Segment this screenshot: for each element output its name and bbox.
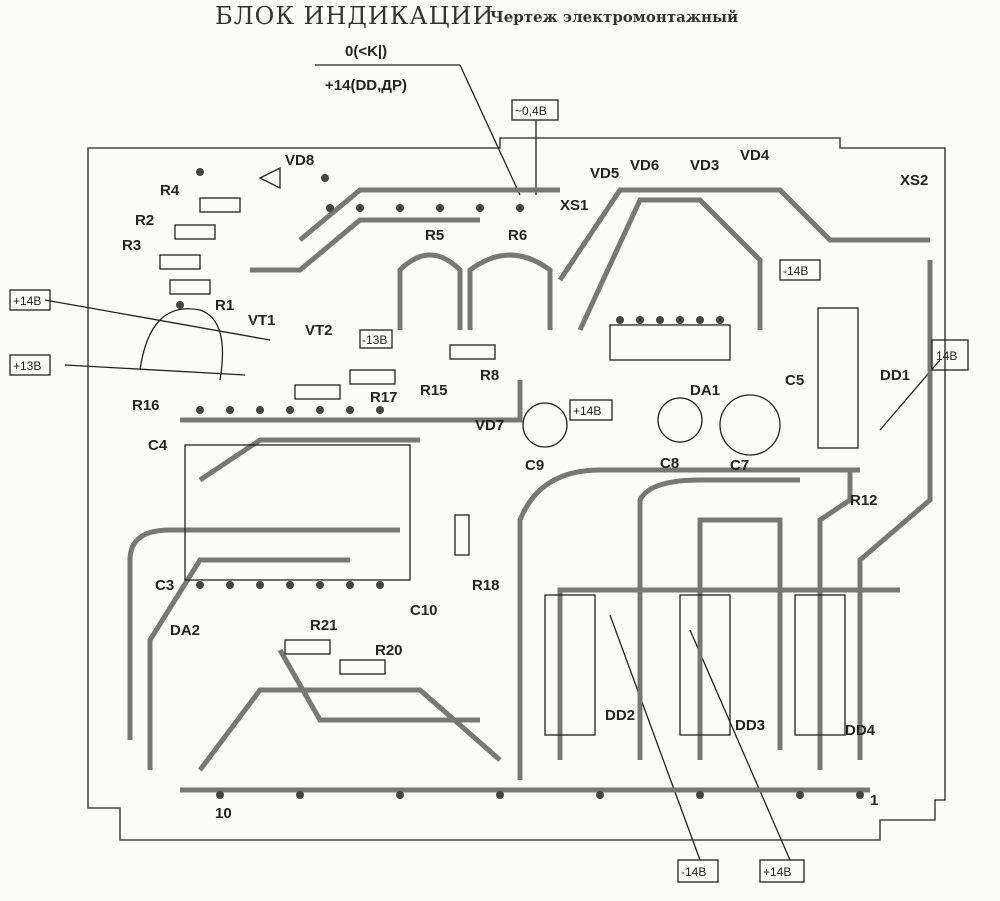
resistor-r18	[454, 514, 470, 556]
drawing-title: БЛОК ИНДИКАЦИИ	[215, 2, 495, 30]
component-label: VD3	[690, 157, 719, 174]
voltage-box: -13В	[362, 333, 387, 347]
capacitor-c9	[522, 402, 568, 448]
resistor-r20	[339, 659, 386, 675]
ic-dd1	[817, 307, 859, 449]
component-label: DD1	[880, 367, 910, 384]
capacitor-c8	[657, 397, 703, 443]
resistor-r3	[159, 254, 201, 270]
component-label: DA2	[170, 622, 200, 639]
resistor-r1	[169, 279, 211, 295]
voltage-box: -14В	[681, 865, 706, 879]
component-label: VT1	[248, 312, 276, 329]
leader-line	[64, 364, 246, 376]
component-label: XS1	[560, 197, 588, 214]
voltage-box: +14В	[763, 865, 791, 879]
component-label: VD8	[285, 152, 314, 169]
resistor-r4	[199, 197, 241, 213]
component-label: DD3	[735, 717, 765, 734]
voltage-box: ~0,4В	[515, 104, 547, 118]
component-labels: VD8 R4 R2 R3 R1 VT1 VT2 R16 C4 C3 R5 R6 …	[122, 147, 928, 822]
component-label: R17	[370, 389, 398, 406]
component-label: R20	[375, 642, 403, 659]
component-label: C5	[785, 372, 804, 389]
ic-dd4	[794, 594, 846, 736]
voltage-box: -14В	[783, 264, 808, 278]
leader-line	[609, 614, 701, 861]
component-label: R16	[132, 397, 160, 414]
component-label: C3	[155, 577, 174, 594]
display-module	[184, 444, 411, 581]
fraction-denominator: +14(DD,ДР)	[325, 77, 407, 94]
component-label: C8	[660, 455, 679, 472]
voltage-box: +14В	[13, 294, 41, 308]
leader-line	[689, 629, 791, 861]
component-label: C4	[148, 437, 168, 454]
component-label: R5	[425, 227, 444, 244]
component-label: VD7	[475, 417, 504, 434]
component-label: R15	[420, 382, 448, 399]
component-label: DA1	[690, 382, 720, 399]
component-label: R18	[472, 577, 500, 594]
leader-line	[44, 299, 271, 341]
component-label: XS2	[900, 172, 928, 189]
leader-line	[459, 64, 521, 196]
capacitor-c7	[719, 394, 781, 456]
component-label: C7	[730, 457, 749, 474]
component-label: R6	[508, 227, 527, 244]
drawing-subtitle: Чертеж электромонтажный	[490, 8, 739, 26]
pin-label: 1	[870, 792, 878, 809]
copper-traces	[127, 187, 933, 793]
component-label: R12	[850, 492, 878, 509]
component-label: R4	[160, 182, 180, 199]
component-label: R1	[215, 297, 234, 314]
resistor-r21	[284, 639, 331, 655]
transistor-vt1-outline	[139, 308, 224, 381]
component-label: R3	[122, 237, 141, 254]
voltage-box: +14В	[573, 404, 601, 418]
component-label: VD4	[740, 147, 770, 164]
fraction-numerator: 0(<K|)	[345, 43, 387, 60]
ic-dd3	[679, 594, 731, 736]
component-label: VD6	[630, 157, 659, 174]
component-label: R2	[135, 212, 154, 229]
resistor-r8	[449, 344, 496, 360]
ic-da1	[609, 324, 731, 361]
voltage-box: 14В	[936, 349, 957, 363]
pads	[176, 168, 864, 799]
component-label: VD5	[590, 165, 619, 182]
component-label: DD2	[605, 707, 635, 724]
board-outline	[87, 137, 946, 841]
diode-vd8	[258, 166, 281, 190]
component-label: R8	[480, 367, 499, 384]
component-label: DD4	[845, 722, 876, 739]
resistor-r2	[174, 224, 216, 240]
pin-label: 10	[215, 805, 232, 822]
resistor-r17	[294, 384, 341, 400]
voltage-labels: ~0,4В +14В +13В -13В +14В -14В 14В -14В …	[9, 99, 969, 883]
component-label: C9	[525, 457, 544, 474]
ic-dd2	[544, 594, 596, 736]
component-label: R21	[310, 617, 338, 634]
voltage-box: +13В	[13, 359, 41, 373]
component-label: VT2	[305, 322, 333, 339]
component-label: C10	[410, 602, 438, 619]
resistor-r15	[349, 369, 396, 385]
